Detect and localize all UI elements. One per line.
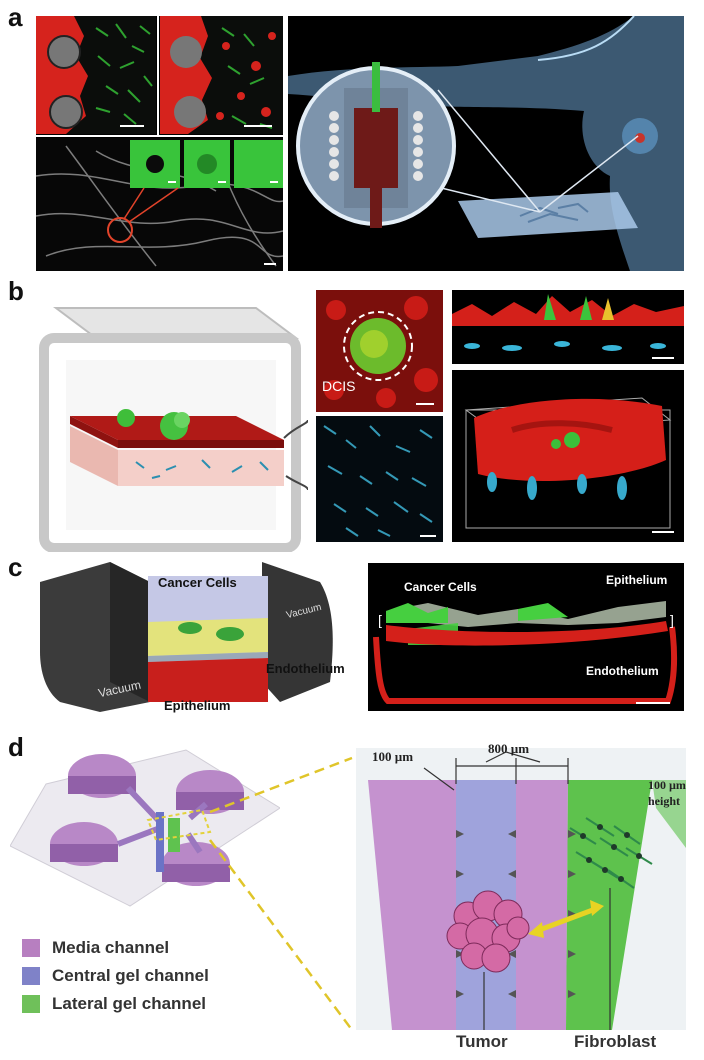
- cancer-cells-label-right: Cancer Cells: [404, 580, 477, 594]
- panel-d-channel-zoom: [356, 748, 686, 1030]
- legend-swatch-lateral-gel: [22, 995, 40, 1013]
- legend-swatch-media: [22, 939, 40, 957]
- 3d-reconstruction-image: [452, 370, 684, 542]
- height-label-line2: height: [648, 794, 681, 808]
- dcis-label: DCIS: [322, 378, 356, 394]
- panel-label-d: d: [8, 732, 24, 762]
- legend-label-central-gel: Central gel channel: [52, 966, 209, 985]
- endothelium-label-left: Endothelium: [266, 661, 345, 676]
- cyan-cells-image: [316, 416, 443, 542]
- panel-d-chip-3d: [10, 748, 280, 916]
- panel-label-c: c: [8, 552, 23, 582]
- dimension-100um-label: 100 µm: [372, 749, 414, 764]
- panel-c-confocal-image: [ ]: [368, 563, 684, 711]
- legend-item-lateral-gel: Lateral gel channel: [22, 990, 302, 1018]
- panel-label-a: a: [8, 2, 23, 32]
- svg-text:[: [: [378, 612, 382, 628]
- legend-swatch-central-gel: [22, 967, 40, 985]
- panel-b-device-diagram: [26, 290, 308, 552]
- legend-label-lateral-gel: Lateral gel channel: [52, 994, 206, 1013]
- epithelium-label-left: Epithelium: [164, 698, 231, 713]
- svg-text:]: ]: [670, 612, 674, 628]
- fibroblast-label: Fibroblast: [574, 1032, 657, 1051]
- collagen-fibers-image: [36, 138, 283, 271]
- cross-section-image: [452, 290, 684, 364]
- confocal-tile-right: [160, 16, 283, 134]
- tumor-label: Tumor: [456, 1032, 508, 1051]
- legend-label-media: Media channel: [52, 938, 170, 957]
- confocal-tile-left: [36, 16, 156, 134]
- epithelium-label-right: Epithelium: [606, 573, 668, 587]
- channel-legend: Media channel Central gel channel Latera…: [22, 934, 302, 1018]
- legend-item-media: Media channel: [22, 934, 302, 962]
- panel-c-chip-diagram: [40, 562, 340, 712]
- height-label-line1: 100 µm: [648, 778, 686, 792]
- cancer-cells-label-left: Cancer Cells: [158, 575, 237, 590]
- panel-label-b: b: [8, 276, 24, 306]
- endothelium-label-right: Endothelium: [586, 664, 659, 678]
- panel-a-body-chip-illustration: [288, 16, 684, 271]
- dimension-800um-label: 800 µm: [488, 741, 530, 756]
- panel-a-microscopy: [36, 16, 283, 271]
- dcis-image: [316, 290, 443, 412]
- legend-item-central-gel: Central gel channel: [22, 962, 302, 990]
